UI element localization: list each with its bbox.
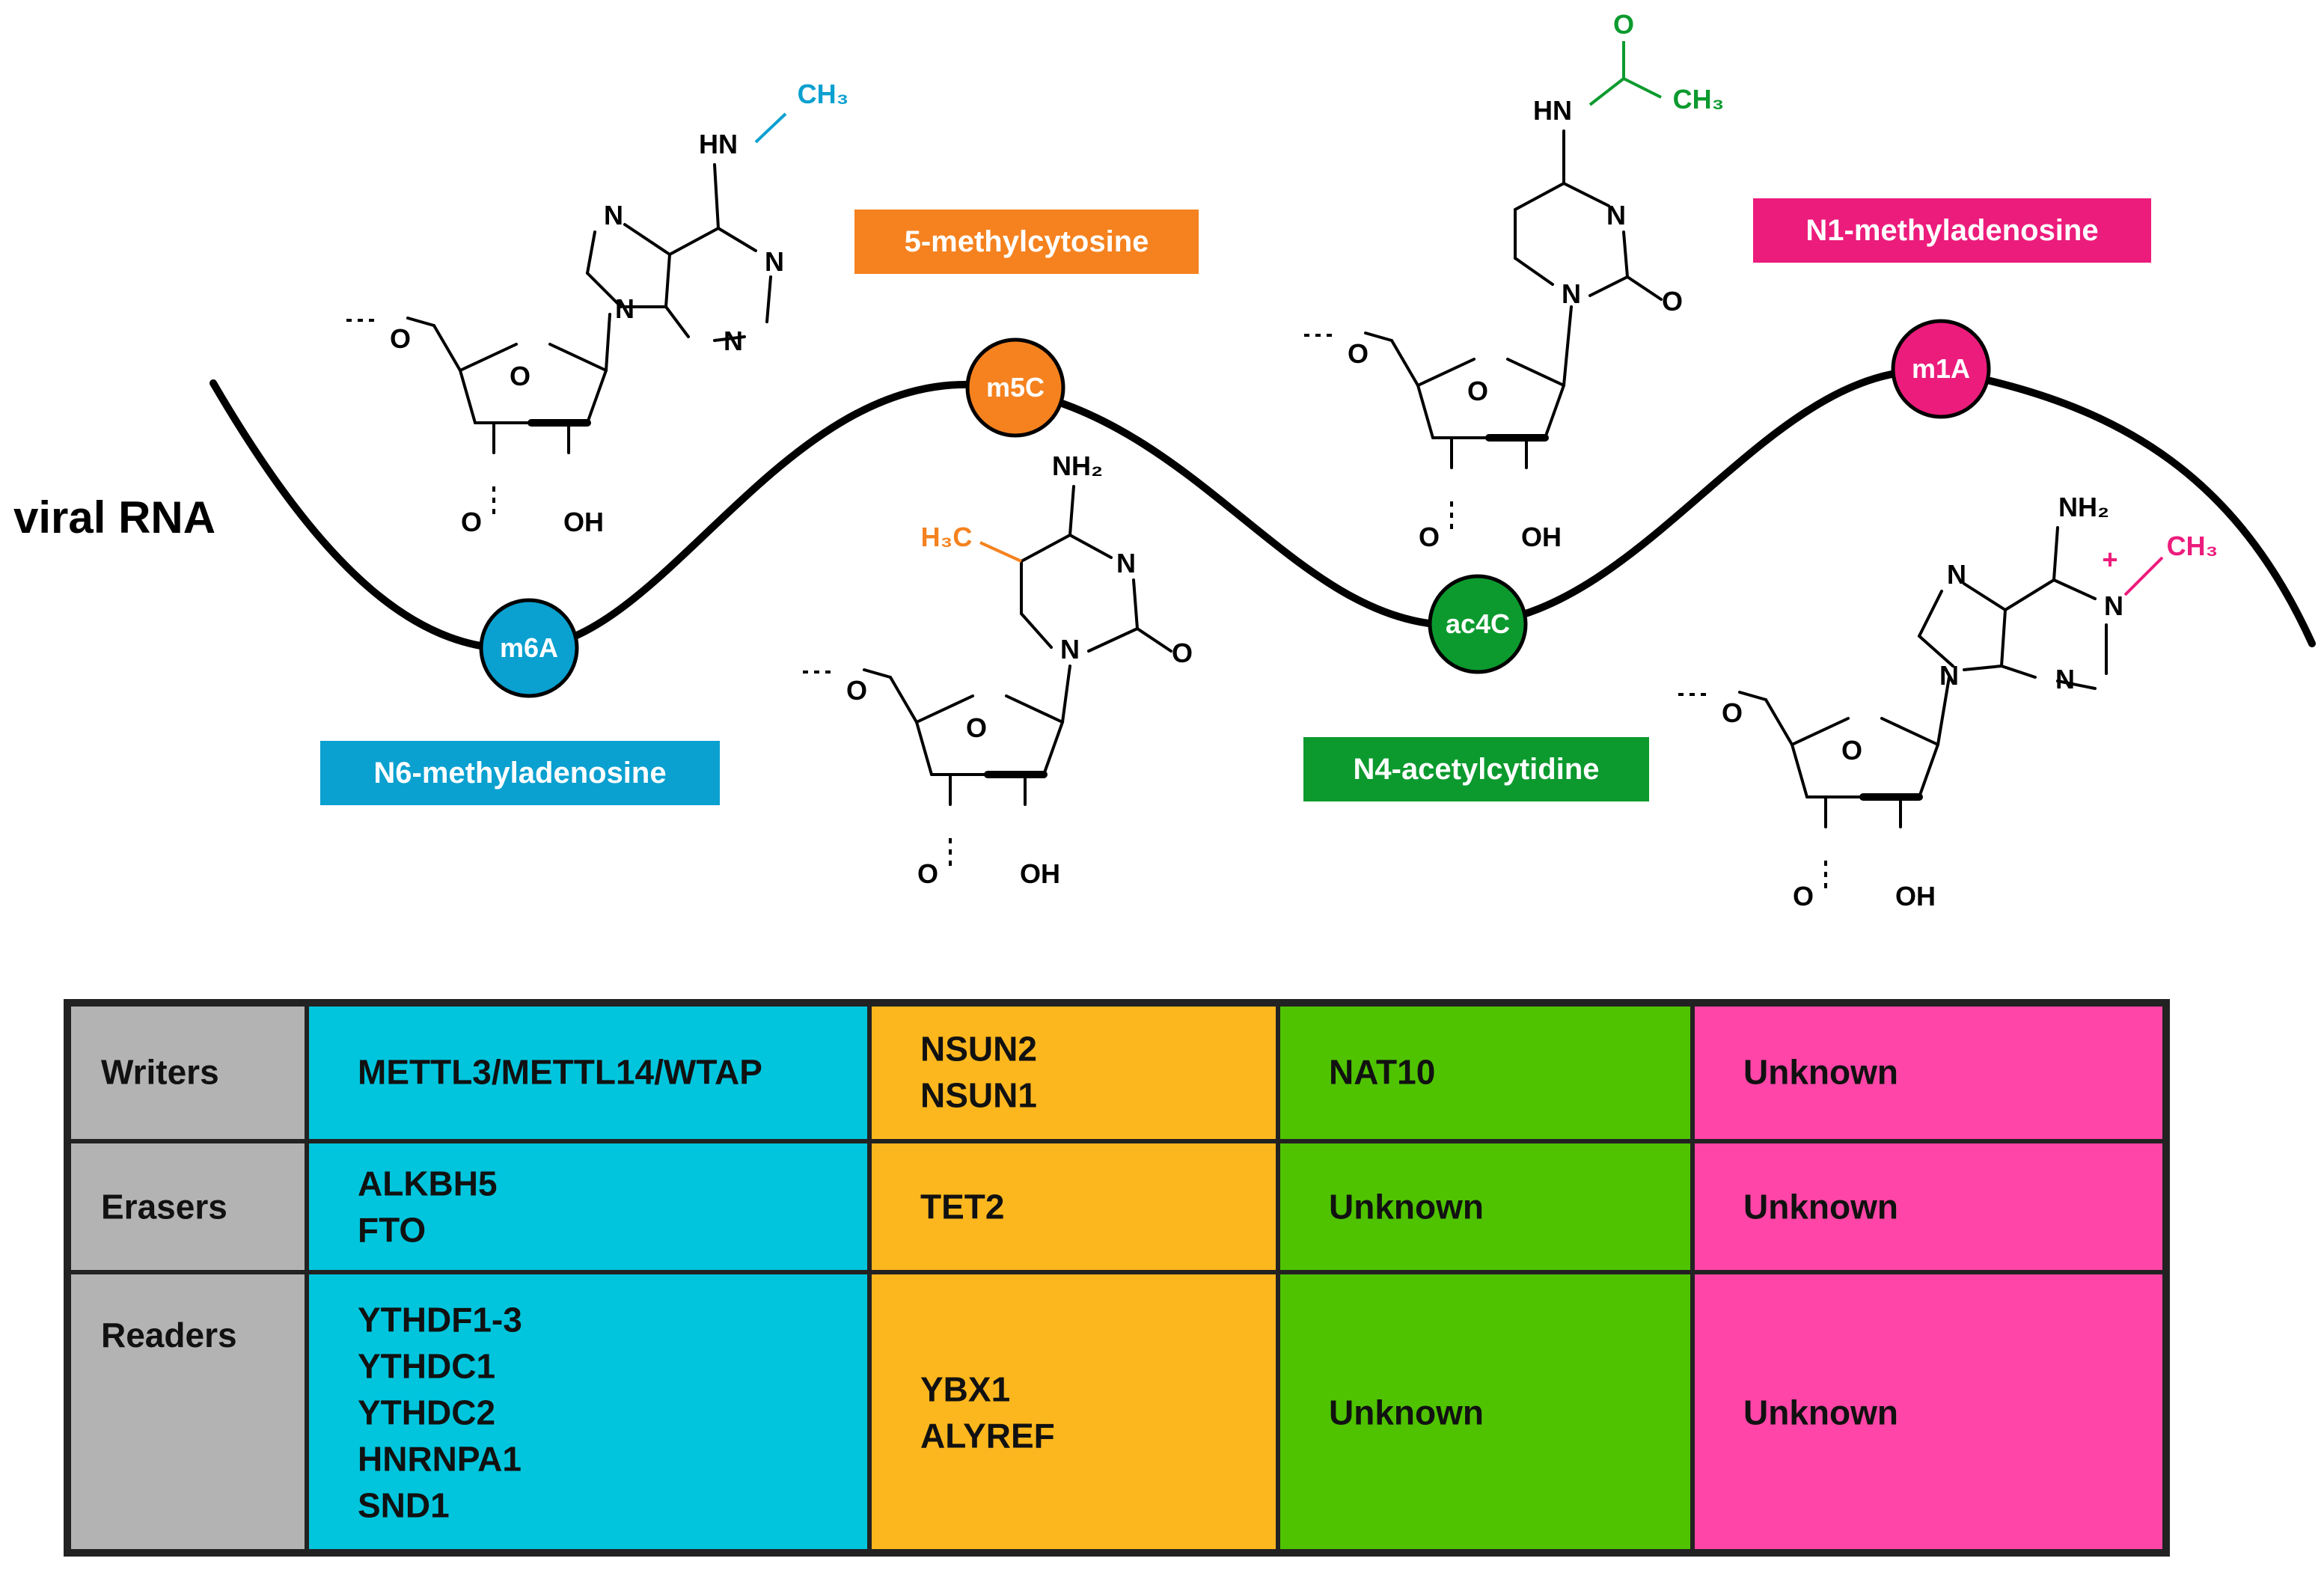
svg-text:O: O <box>846 675 867 706</box>
svg-text:O: O <box>1348 338 1369 369</box>
ac4c-name-tag: N4-acetylcytidine <box>1303 737 1649 801</box>
svg-text:N: N <box>2055 664 2075 694</box>
svg-text:O: O <box>1467 376 1488 406</box>
svg-text:O: O <box>510 361 530 391</box>
svg-text:N: N <box>1562 278 1581 309</box>
cell-entry: YTHDC1 <box>358 1347 495 1386</box>
m6a-structure: O O OH O N N N N HN CH₃ <box>343 79 848 537</box>
table-border <box>64 999 2170 1557</box>
m5c-name-tag: 5-methylcytosine <box>854 210 1199 274</box>
row-label: Erasers <box>101 1188 227 1227</box>
svg-text:N: N <box>765 246 784 277</box>
svg-text:H₃C: H₃C <box>921 522 973 552</box>
svg-text:ac4C: ac4C <box>1446 608 1510 639</box>
m6a-node: m6A <box>479 598 579 698</box>
cell-entry: NSUN2 <box>920 1030 1037 1069</box>
svg-text:N: N <box>1947 559 1966 590</box>
table-row-header <box>65 1270 309 1555</box>
svg-text:O: O <box>966 712 987 743</box>
svg-text:N: N <box>2104 590 2123 621</box>
svg-text:N: N <box>1606 200 1626 230</box>
ac4c-node: ac4C <box>1428 574 1528 674</box>
svg-text:N4-acetylcytidine: N4-acetylcytidine <box>1353 753 1599 786</box>
svg-text:CH₃: CH₃ <box>1673 84 1725 114</box>
table-cell <box>1276 1139 1695 1274</box>
svg-text:CH₃: CH₃ <box>798 79 849 109</box>
cell-entry: Unknown <box>1743 1393 1898 1432</box>
svg-text:O: O <box>917 858 938 889</box>
svg-text:N: N <box>604 200 623 230</box>
cell-entry: YTHDF1-3 <box>358 1301 522 1340</box>
table-cell <box>305 1139 872 1274</box>
ac4c-structure: O O OH O N N O HN O CH₃ <box>1300 9 1724 552</box>
svg-text:OH: OH <box>1020 858 1060 889</box>
m1a-name-tag: N1-methyladenosine <box>1753 198 2151 263</box>
cell-entry: METTL3/METTL14/WTAP <box>358 1053 762 1092</box>
table-cell <box>867 1270 1280 1555</box>
svg-text:O: O <box>1419 522 1440 552</box>
svg-text:NH₂: NH₂ <box>2058 492 2109 522</box>
svg-text:m5C: m5C <box>986 372 1045 403</box>
cell-entry: YTHDC2 <box>358 1393 495 1432</box>
cell-entry: TET2 <box>920 1188 1004 1227</box>
svg-text:N6-methyladenosine: N6-methyladenosine <box>373 757 666 790</box>
cell-entry: Unknown <box>1329 1393 1484 1432</box>
svg-text:m1A: m1A <box>1912 353 1970 384</box>
row-label: Writers <box>101 1053 219 1092</box>
table-cell <box>1276 1001 1695 1143</box>
m5c-node: m5C <box>965 338 1065 438</box>
table-cell <box>1690 1139 2168 1274</box>
svg-text:N: N <box>1116 548 1136 578</box>
svg-text:O: O <box>1841 735 1862 766</box>
svg-text:OH: OH <box>563 507 604 537</box>
svg-text:5-methylcytosine: 5-methylcytosine <box>905 225 1149 258</box>
svg-text:N: N <box>1060 634 1080 665</box>
svg-text:OH: OH <box>1895 881 1936 911</box>
m1a-node: m1A <box>1891 319 1991 419</box>
cell-entry: Unknown <box>1743 1053 1898 1092</box>
svg-text:HN: HN <box>1533 95 1572 126</box>
rna-label: viral RNA <box>13 492 215 543</box>
svg-text:O: O <box>1793 881 1814 911</box>
cell-entry: FTO <box>358 1211 426 1250</box>
svg-text:m6A: m6A <box>500 632 558 663</box>
row-label: Readers <box>101 1316 237 1354</box>
m6a-name-tag: N6-methyladenosine <box>320 741 720 805</box>
table-cell <box>1690 1001 2168 1143</box>
table-cell <box>867 1139 1280 1274</box>
cell-entry: NAT10 <box>1329 1053 1435 1092</box>
svg-text:NH₂: NH₂ <box>1052 451 1103 481</box>
svg-text:N: N <box>615 293 634 324</box>
cell-entry: YBX1 <box>920 1370 1010 1409</box>
table-cell <box>305 1270 872 1555</box>
cell-entry: ALYREF <box>920 1417 1055 1456</box>
svg-text:CH₃: CH₃ <box>2167 531 2218 561</box>
svg-text:O: O <box>1613 9 1634 40</box>
cell-entry: Unknown <box>1329 1188 1484 1227</box>
cell-entry: NSUN1 <box>920 1076 1037 1115</box>
svg-text:N: N <box>724 326 743 356</box>
table-row-header <box>65 1139 309 1274</box>
cell-entry: Unknown <box>1743 1188 1898 1227</box>
m1a-structure: O O OH O N N N N NH₂ + CH₃ <box>1675 492 2218 911</box>
m5c-structure: O O OH O N N O NH₂ H₃C <box>799 451 1193 889</box>
cell-entry: SND1 <box>358 1486 450 1525</box>
table-row-header <box>65 1001 309 1143</box>
svg-text:O: O <box>390 323 411 354</box>
table-cell <box>867 1001 1280 1143</box>
svg-text:O: O <box>1662 286 1683 317</box>
svg-text:N: N <box>1939 660 1959 691</box>
svg-text:HN: HN <box>699 129 738 159</box>
svg-text:N1-methyladenosine: N1-methyladenosine <box>1805 214 2098 247</box>
svg-text:O: O <box>461 507 482 537</box>
cell-entry: ALKBH5 <box>358 1164 498 1203</box>
svg-text:OH: OH <box>1521 522 1562 552</box>
svg-text:O: O <box>1722 697 1743 728</box>
svg-text:+: + <box>2102 544 2117 575</box>
svg-text:O: O <box>1172 638 1193 668</box>
cell-entry: HNRNPA1 <box>358 1440 522 1479</box>
